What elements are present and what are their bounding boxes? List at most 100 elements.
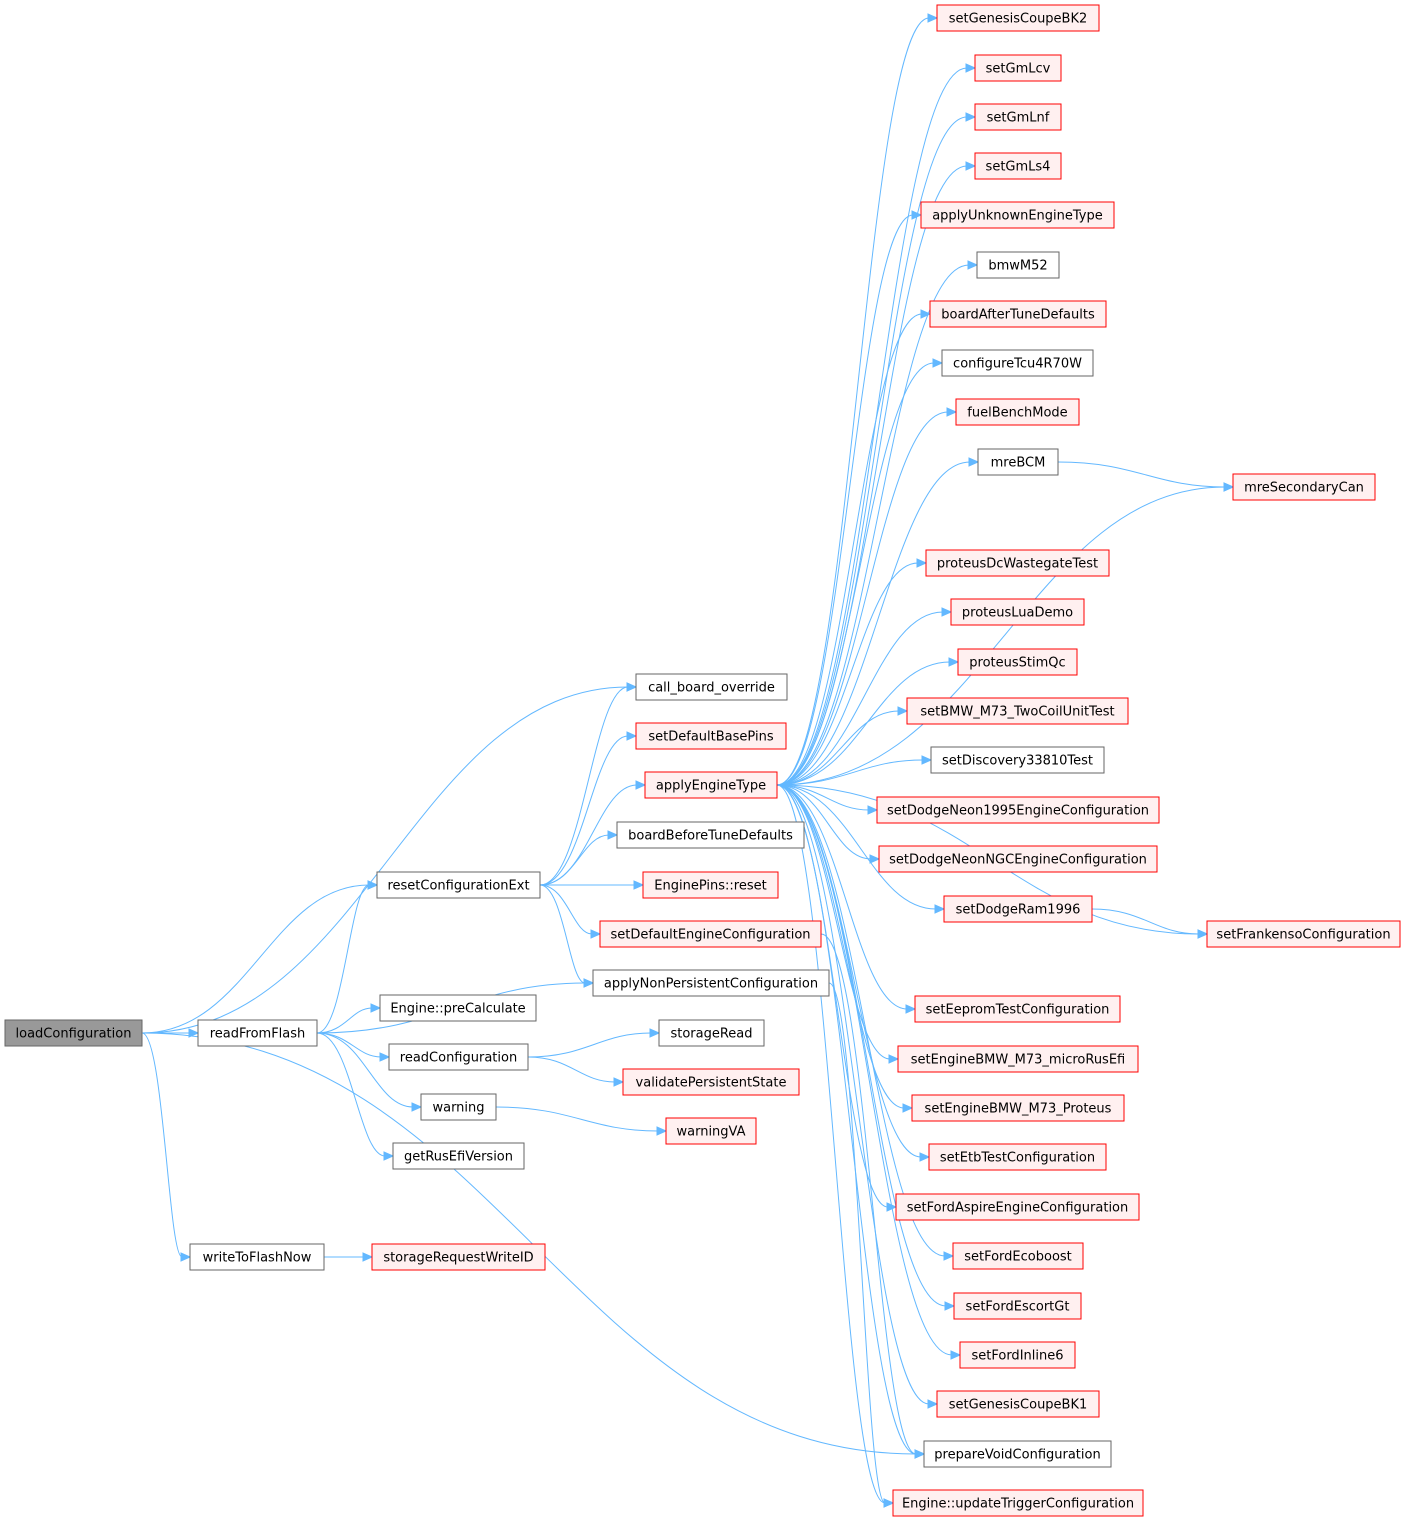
node-box — [959, 1341, 1076, 1369]
node-mre-secondary-can[interactable]: mreSecondaryCan — [1232, 473, 1376, 501]
node-proteus-dc-wastegate-test[interactable]: proteusDcWastegateTest — [925, 549, 1110, 577]
edge-apply-engine-type-to-board-after-tune-defaults — [776, 313, 923, 786]
edge-arrowhead — [950, 1350, 962, 1360]
node-label: Engine::preCalculate — [390, 1002, 525, 1017]
node-box — [635, 722, 787, 750]
node-set-ford-inline6[interactable]: setFordInline6 — [959, 1341, 1076, 1369]
node-label: setDefaultEngineConfiguration — [610, 928, 810, 943]
node-set-gm-ls4[interactable]: setGmLs4 — [974, 152, 1062, 180]
edge-arrowhead — [370, 1003, 382, 1013]
node-set-gm-lcv[interactable]: setGmLcv — [974, 54, 1062, 82]
node-set-engine-bmw-m73-micro-rus-efi[interactable]: setEngineBMW_M73_microRusEfi — [897, 1045, 1139, 1073]
node-storage-request-write-id[interactable]: storageRequestWriteID — [371, 1243, 546, 1271]
node-engine-update-trigger-configuration[interactable]: Engine::updateTriggerConfiguration — [892, 1489, 1144, 1517]
node-box — [974, 54, 1062, 82]
node-apply-non-persistent-configuration[interactable]: applyNonPersistentConfiguration — [592, 969, 830, 997]
edge-arrowhead — [905, 1004, 917, 1014]
node-set-genesis-coupe-bk2[interactable]: setGenesisCoupeBK2 — [936, 4, 1100, 32]
node-label: proteusLuaDemo — [962, 606, 1073, 621]
node-label: applyEngineType — [656, 779, 766, 794]
node-call-board-override[interactable]: call_board_override — [635, 673, 788, 701]
node-engine-pre-calculate[interactable]: Engine::preCalculate — [379, 994, 537, 1022]
edge-read-from-flash-to-reset-configuration-ext — [316, 884, 370, 1034]
node-set-dodge-neon1995-engine-configuration[interactable]: setDodgeNeon1995EngineConfiguration — [876, 796, 1160, 824]
node-set-genesis-coupe-bk1[interactable]: setGenesisCoupeBK1 — [936, 1390, 1100, 1418]
node-label: storageRequestWriteID — [383, 1251, 533, 1266]
edge-arrowhead — [379, 1052, 391, 1062]
edge-arrowhead — [934, 904, 946, 914]
node-set-frankenso-configuration[interactable]: setFrankensoConfiguration — [1206, 920, 1401, 948]
node-set-eeprom-test-configuration[interactable]: setEepromTestConfiguration — [914, 995, 1121, 1023]
node-apply-engine-type[interactable]: applyEngineType — [644, 771, 778, 799]
node-label: setGenesisCoupeBK2 — [949, 12, 1088, 27]
node-bmw-m52[interactable]: bmwM52 — [976, 251, 1060, 279]
node-warning[interactable]: warning — [420, 1093, 497, 1121]
node-configure-tcu4-r70-w[interactable]: configureTcu4R70W — [941, 349, 1094, 377]
node-fuel-bench-mode[interactable]: fuelBenchMode — [955, 398, 1080, 426]
node-box — [976, 251, 1060, 279]
node-read-configuration[interactable]: readConfiguration — [388, 1043, 529, 1071]
node-load-configuration[interactable]: loadConfiguration — [4, 1019, 143, 1047]
edge-arrowhead — [656, 1126, 668, 1136]
node-set-ford-escort-gt[interactable]: setFordEscortGt — [953, 1292, 1082, 1320]
node-box — [929, 300, 1107, 328]
edge-apply-engine-type-to-mre-secondary-can — [776, 486, 1226, 786]
edge-load-configuration-to-call-board-override — [141, 686, 629, 1034]
node-label: warning — [432, 1101, 484, 1116]
node-label: setGenesisCoupeBK1 — [949, 1398, 1088, 1413]
node-label: setFordInline6 — [971, 1349, 1063, 1364]
node-label: bmwM52 — [988, 259, 1047, 274]
node-proteus-stim-qc[interactable]: proteusStimQc — [957, 648, 1078, 676]
node-set-dodge-neon-ngcengine-configuration[interactable]: setDodgeNeonNGCEngineConfiguration — [878, 845, 1158, 873]
node-label: setFordEscortGt — [966, 1300, 1070, 1315]
node-label: warningVA — [676, 1125, 745, 1140]
node-box — [420, 1093, 497, 1121]
node-set-default-engine-configuration[interactable]: setDefaultEngineConfiguration — [599, 920, 822, 948]
node-box — [197, 1019, 318, 1047]
edge-arrowhead — [902, 1103, 914, 1113]
node-board-after-tune-defaults[interactable]: boardAfterTuneDefaults — [929, 300, 1107, 328]
node-label: setDodgeNeon1995EngineConfiguration — [887, 804, 1149, 819]
node-write-to-flash-now[interactable]: writeToFlashNow — [189, 1243, 325, 1271]
node-storage-read[interactable]: storageRead — [658, 1019, 765, 1047]
node-label: setDodgeNeonNGCEngineConfiguration — [889, 853, 1147, 868]
edge-read-configuration-to-storage-read — [527, 1032, 652, 1058]
node-set-ford-aspire-engine-configuration[interactable]: setFordAspireEngineConfiguration — [895, 1193, 1140, 1221]
node-mre-bcm[interactable]: mreBCM — [977, 448, 1059, 476]
edge-arrowhead — [943, 1251, 955, 1261]
node-proteus-lua-demo[interactable]: proteusLuaDemo — [950, 598, 1085, 626]
edge-arrowhead — [919, 1152, 931, 1162]
node-box — [635, 673, 788, 701]
edge-arrowhead — [180, 1252, 192, 1262]
node-reset-configuration-ext[interactable]: resetConfigurationExt — [376, 871, 541, 899]
node-board-before-tune-defaults[interactable]: boardBeforeTuneDefaults — [616, 821, 805, 849]
node-set-dodge-ram1996[interactable]: setDodgeRam1996 — [943, 895, 1093, 923]
edge-apply-engine-type-to-set-discovery33810-test — [776, 759, 924, 786]
node-read-from-flash[interactable]: readFromFlash — [197, 1019, 318, 1047]
edge-apply-engine-type-to-set-ford-ecoboost — [776, 784, 946, 1257]
node-set-etb-test-configuration[interactable]: setEtbTestConfiguration — [928, 1143, 1107, 1171]
node-set-gm-lnf[interactable]: setGmLnf — [974, 103, 1062, 131]
edge-apply-engine-type-to-set-eeprom-test-configuration — [776, 784, 908, 1010]
node-label: setDefaultBasePins — [648, 730, 773, 745]
edge-arrowhead — [883, 1498, 895, 1508]
node-warning-va[interactable]: warningVA — [665, 1117, 757, 1145]
node-set-engine-bmw-m73-proteus[interactable]: setEngineBMW_M73_Proteus — [911, 1094, 1125, 1122]
node-set-ford-ecoboost[interactable]: setFordEcoboost — [952, 1242, 1084, 1270]
edge-apply-engine-type-to-bmw-m52 — [776, 264, 970, 786]
node-get-rus-efi-version[interactable]: getRusEfiVersion — [392, 1142, 525, 1170]
node-validate-persistent-state[interactable]: validatePersistentState — [622, 1068, 800, 1096]
node-set-default-base-pins[interactable]: setDefaultBasePins — [635, 722, 787, 750]
edge-arrowhead — [965, 112, 977, 122]
edge-apply-engine-type-to-set-bmw-m73-two-coil-unit-test — [776, 710, 900, 786]
node-prepare-void-configuration[interactable]: prepareVoidConfiguration — [923, 1440, 1112, 1468]
edge-apply-engine-type-to-set-gm-lnf — [776, 116, 968, 786]
node-box — [957, 648, 1078, 676]
edge-apply-engine-type-to-set-gm-lcv — [776, 67, 968, 786]
node-engine-pins-reset[interactable]: EnginePins::reset — [642, 871, 779, 899]
edge-apply-engine-type-to-set-ford-inline6 — [776, 784, 953, 1356]
node-set-discovery33810-test[interactable]: setDiscovery33810Test — [930, 746, 1105, 774]
node-apply-unknown-engine-type[interactable]: applyUnknownEngineType — [920, 201, 1115, 229]
edge-apply-engine-type-to-fuel-bench-mode — [776, 411, 949, 786]
node-set-bmw-m73-two-coil-unit-test[interactable]: setBMW_M73_TwoCoilUnitTest — [906, 697, 1129, 725]
